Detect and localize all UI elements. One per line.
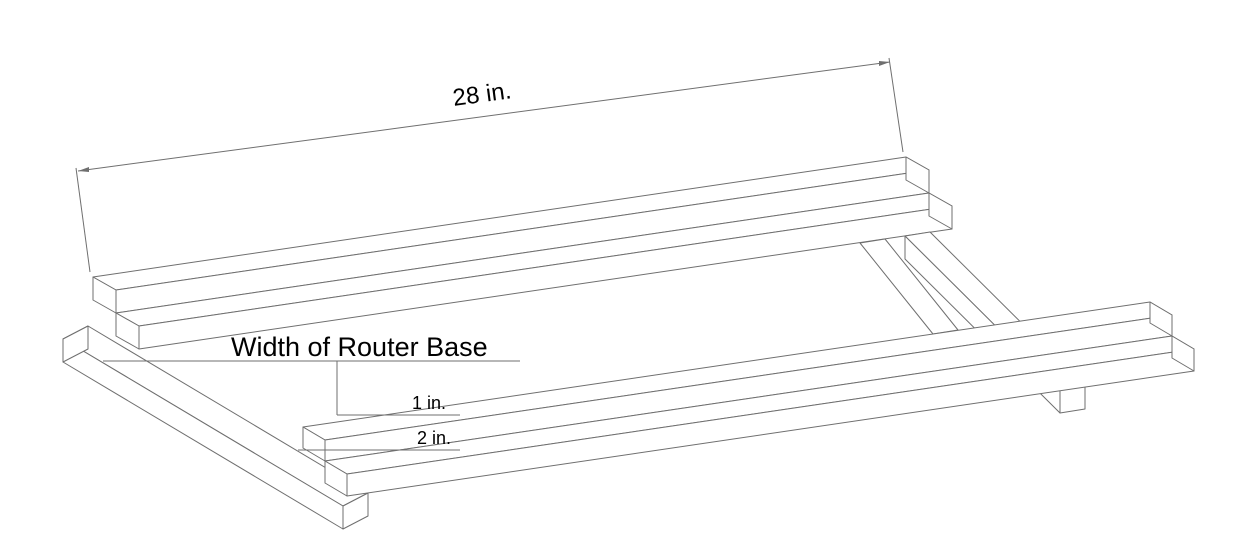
dimension-length-arrow-left [78,167,89,172]
back-rail-base-left-end-face [115,312,140,350]
dimension-length-extension-left [75,167,91,273]
dimension-lip-width: 1 in. [336,361,460,416]
dimension-length-extension-right [888,57,904,153]
dimension-length-arrow-right [879,61,890,66]
router-base-width-label: Width of Router Base [231,332,488,362]
front-rail-base-left-end-face [324,460,348,497]
lip-width-dimension-label: 1 in. [412,393,446,413]
dimension-length-line [77,61,891,172]
front-rail [302,301,1195,497]
left-cross-member-side-face [62,338,344,530]
dimension-router-base-width: Width of Router Base [103,332,520,362]
back-rail-base-right-end-face [928,192,953,230]
left-cross-member-back-end-face [62,325,89,363]
back-rail [92,156,953,350]
length-dimension-label: 28 in. [451,77,513,111]
dimension-rail-width: 2 in. [298,428,460,451]
front-rail-base-right-end-face [1171,335,1195,372]
left-cross-member-foot-end-face [342,492,369,530]
rail-width-dimension-label: 2 in. [417,428,451,448]
